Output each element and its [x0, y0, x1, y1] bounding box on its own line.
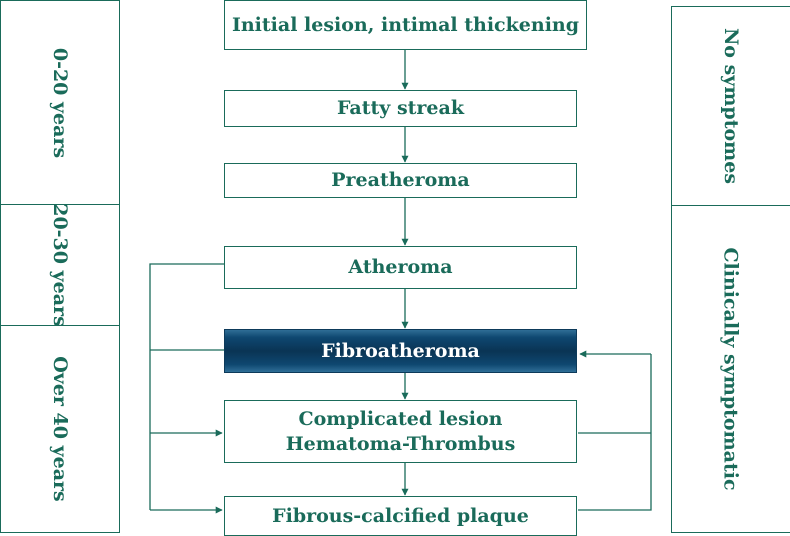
stage-hematoma-thrombus-label: Hematoma-Thrombus: [285, 432, 516, 455]
stage-fibroatheroma-label: Fibroatheroma: [321, 339, 480, 362]
symptom-clinical: Clinically symptomatic: [671, 205, 790, 533]
age-range-over-40: Over 40 years: [0, 325, 120, 533]
age-range-20-30: 20-30 years: [0, 204, 120, 326]
age-range-over-40-label: Over 40 years: [49, 356, 72, 502]
stage-fibrous-calcified-plaque-label: Fibrous-calcified plaque: [272, 504, 529, 527]
stage-complicated-lesion: Complicated lesion Hematoma-Thrombus: [224, 400, 577, 463]
age-range-20-30-label: 20-30 years: [49, 204, 71, 326]
age-range-0-20: 0-20 years: [0, 0, 120, 205]
age-range-0-20-label: 0-20 years: [49, 47, 71, 158]
symptom-none-label: No symptomes: [720, 27, 742, 185]
stage-initial-lesion-label: Initial lesion, intimal thickening: [231, 13, 580, 36]
right-feedback-line: [578, 354, 652, 511]
stage-preatheroma-label: Preatheroma: [331, 169, 470, 191]
stage-atheroma-label: Atheroma: [348, 256, 453, 278]
left-bypass-line: [149, 263, 224, 510]
stage-fibrous-calcified-plaque: Fibrous-calcified plaque: [224, 496, 577, 536]
symptom-clinical-label: Clinically symptomatic: [720, 247, 742, 491]
stage-fatty-streak: Fatty streak: [224, 90, 577, 127]
stage-initial-lesion: Initial lesion, intimal thickening: [224, 0, 587, 50]
stage-preatheroma: Preatheroma: [224, 163, 577, 198]
symptom-none: No symptomes: [671, 6, 790, 206]
stage-fibroatheroma: Fibroatheroma: [224, 329, 577, 373]
stage-fatty-streak-label: Fatty streak: [336, 97, 465, 119]
stage-complicated-lesion-label: Complicated lesion: [298, 407, 503, 430]
stage-atheroma: Atheroma: [224, 246, 577, 289]
